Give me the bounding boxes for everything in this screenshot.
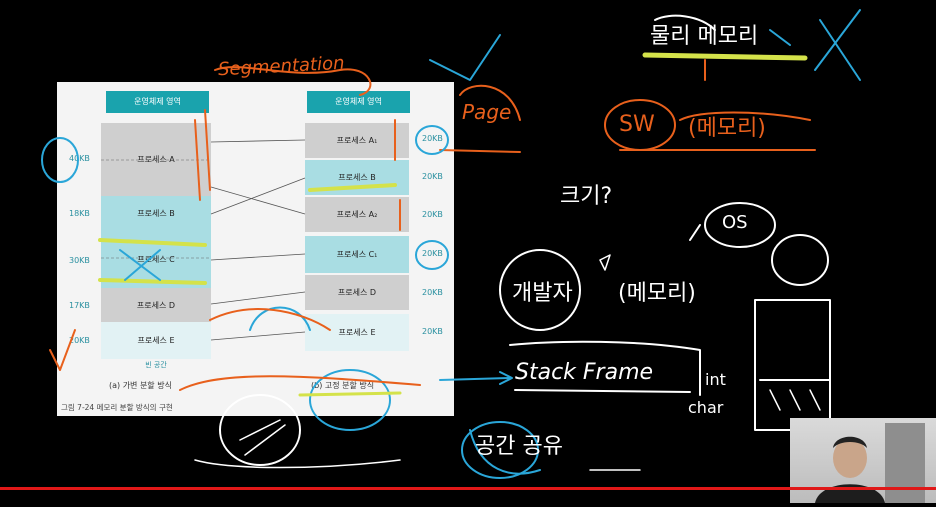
memory-partition-figure: 운영체제 영역 프로세스 A 프로세스 B 프로세스 C 프로세스 D 프로세스… xyxy=(57,82,454,416)
left-block-process-a: 프로세스 A xyxy=(101,123,211,196)
video-progress-bar[interactable] xyxy=(0,487,936,490)
annotation-size-question: 크기? xyxy=(560,184,613,209)
right-block-a2: 프로세스 A₂ xyxy=(305,197,409,232)
annotation-int: int xyxy=(705,370,726,389)
kb-label-r3: 20KB xyxy=(422,210,443,219)
kb-label-c: 30KB xyxy=(69,256,90,265)
annotation-sw-paren: (메모리) xyxy=(688,116,766,141)
free-space-label: 빈 공간 xyxy=(101,359,211,371)
caption-variable-partition: (a) 가변 분할 방식 xyxy=(109,381,172,390)
annotation-space-share: 공간 공유 xyxy=(475,434,563,459)
annotation-sw: SW xyxy=(619,112,655,137)
right-os-area-header: 운영체제 영역 xyxy=(307,91,410,113)
left-block-process-d: 프로세스 D xyxy=(101,288,211,322)
presenter-image xyxy=(815,423,925,503)
kb-label-r5: 20KB xyxy=(422,288,443,297)
webcam-inset xyxy=(790,418,936,503)
annotation-os: OS xyxy=(722,212,748,233)
kb-label-b: 18KB xyxy=(69,209,90,218)
left-os-area-header: 운영체제 영역 xyxy=(106,91,209,113)
mapping-arrows xyxy=(101,139,306,341)
right-block-c1: 프로세스 C₁ xyxy=(305,236,409,273)
kb-label-r2: 20KB xyxy=(422,172,443,181)
kb-label-e: 20KB xyxy=(69,336,90,345)
right-block-d: 프로세스 D xyxy=(305,275,409,310)
kb-label-r6: 20KB xyxy=(422,327,443,336)
kb-label-d: 17KB xyxy=(69,301,90,310)
kb-label-a: 40KB xyxy=(69,154,90,163)
left-block-process-b: 프로세스 B xyxy=(101,196,211,231)
annotation-physical-memory: 물리 메모리 xyxy=(650,24,759,49)
annotation-developer: 개발자 xyxy=(512,281,573,306)
annotation-stack-frame: Stack Frame xyxy=(515,360,654,385)
annotation-char: char xyxy=(688,398,724,417)
annotation-page: Page xyxy=(462,100,512,124)
annotation-segmentation: Segmentation xyxy=(217,52,345,81)
annotation-process-word: (메모리) xyxy=(618,281,696,306)
figure-caption: 그림 7-24 메모리 분할 방식의 구현 xyxy=(61,403,173,412)
right-block-a1: 프로세스 A₁ xyxy=(305,123,409,158)
left-block-process-e: 프로세스 E xyxy=(101,322,211,359)
